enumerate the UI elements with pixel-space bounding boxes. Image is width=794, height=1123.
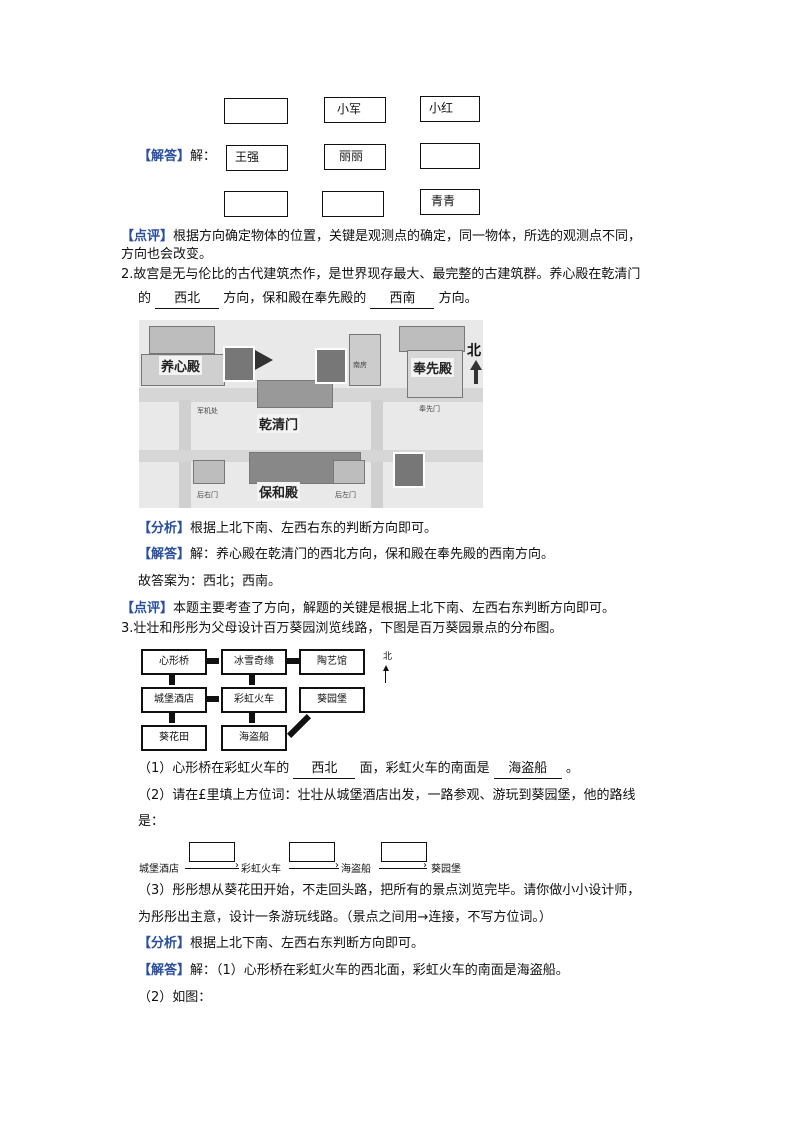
grid-cell-9: 青青 — [420, 189, 480, 215]
q2-answer1: 西北 — [155, 290, 220, 309]
grid-cell-6 — [420, 143, 480, 169]
grid-cell-7 — [224, 191, 288, 217]
q2-final: 故答案为：西北；西南。 — [138, 574, 282, 589]
scene-kuihuatian: 葵花田 — [141, 725, 207, 751]
garden-north-label: 北 — [383, 652, 393, 662]
scene-chengbao: 城堡酒店 — [141, 687, 207, 713]
north-arrow-icon — [470, 360, 482, 370]
junjichu-label: 军机处 — [197, 407, 218, 415]
grid-cell-8 — [322, 191, 384, 217]
qianqing-label: 乾清门 — [257, 414, 301, 433]
scene-caihong: 彩虹火车 — [221, 687, 287, 713]
grid-cell-4: 王强 — [226, 145, 288, 171]
q2-line2: 的 西北 方向，保和殿在奉先殿的 西南 方向。 — [138, 290, 478, 309]
garden-north-arrow-icon — [383, 665, 389, 671]
scene-xinxingqiao: 心形桥 — [141, 649, 207, 675]
q3-p1-answer1: 西北 — [293, 760, 356, 779]
flow-direction-box-2 — [289, 842, 335, 862]
houzuomen-label: 后左门 — [335, 491, 356, 499]
q3-part2-line2: 是： — [138, 814, 165, 829]
houyoumen-label: 后右门 — [197, 491, 218, 499]
north-label: 北 — [467, 343, 481, 359]
q3-part2-answer: （2）如图： — [138, 990, 212, 1005]
flow-step-2: 彩虹火车 — [241, 864, 281, 875]
grid-cell-5: 丽丽 — [324, 144, 386, 170]
garden-map: 心形桥 冰雪奇缘 陶艺馆 城堡酒店 彩虹火车 葵园堡 葵花田 海盗船 北 — [139, 643, 395, 751]
fengxian-label: 奉先殿 — [411, 358, 455, 377]
baohe-label: 保和殿 — [257, 482, 301, 501]
q2-answer2: 西南 — [370, 290, 435, 309]
flow-start: 城堡酒店 — [139, 864, 179, 875]
route-flow: 城堡酒店 › 彩虹火车 › 海盗船 › 葵园堡 — [139, 840, 479, 875]
q2-analysis: 【分析】根据上北下南、左西右东的判断方向即可。 — [138, 521, 438, 536]
location-flag-icon — [255, 350, 273, 370]
restroom-icon — [315, 348, 347, 384]
q2-answer: 【解答】解：养心殿在乾清门的西北方向，保和殿在奉先殿的西南方向。 — [138, 547, 555, 562]
grid-cell-1 — [224, 98, 288, 124]
restroom-icon — [393, 452, 425, 488]
q2-line1: 2.故宫是无与伦比的古代建筑杰作，是世界现存最大、最完整的古建筑群。养心殿在乾清… — [121, 267, 641, 282]
q3-part3-line2: 为彤彤出主意，设计一条游玩线路。（景点之间用→连接，不写方位词。） — [138, 910, 552, 925]
comment1-line2: 方向也会改变。 — [121, 247, 213, 262]
q3-p1-answer2: 海盗船 — [493, 760, 562, 779]
q2-comment: 【点评】本题主要考查了方向，解题的关键是根据上北下南、左西右东判断方向即可。 — [121, 601, 616, 616]
scene-kuiyuanbao: 葵园堡 — [299, 687, 365, 713]
fengxianmen-label: 奉先门 — [419, 405, 440, 413]
grid-cell-2: 小军 — [324, 97, 386, 123]
scene-taoyiguan: 陶艺馆 — [299, 649, 365, 675]
nanfang-label: 南房 — [353, 361, 367, 369]
q3-answer: 【解答】解：（1）心形桥在彩虹火车的西北面，彩虹火车的南面是海盗船。 — [138, 963, 569, 978]
q3-part1: （1）心形桥在彩虹火车的 西北 面，彩虹火车的南面是 海盗船 。 — [138, 760, 579, 779]
q3-line1: 3.壮壮和彤彤为父母设计百万葵园浏览线路，下图是百万葵园景点的分布图。 — [121, 621, 563, 636]
flow-direction-box-3 — [381, 842, 427, 862]
restroom-icon — [223, 346, 255, 382]
scene-bingxue: 冰雪奇缘 — [221, 649, 287, 675]
q3-part3-line1: （3）彤彤想从葵花田开始，不走回头路，把所有的景点浏览完毕。请你做小小设计师， — [138, 883, 641, 898]
yangxin-label: 养心殿 — [159, 356, 203, 375]
q3-analysis: 【分析】根据上北下南、左西右东判断方向即可。 — [138, 936, 425, 951]
flow-end: 葵园堡 — [431, 864, 461, 875]
grid-cell-3: 小红 — [420, 96, 480, 122]
flow-step-3: 海盗船 — [341, 864, 371, 875]
palace-map: 养心殿 军机处 乾清门 南房 奉先殿 奉先门 北 后右门 保和殿 后左门 — [139, 320, 483, 508]
scene-haidaochuan: 海盗船 — [221, 725, 287, 751]
q3-part2-line1: （2）请在£里填上方位词：壮壮从城堡酒店出发，一路参观、游玩到葵园堡，他的路线 — [138, 788, 636, 803]
comment1-line1: 【点评】根据方向确定物体的位置，关键是观测点的确定，同一物体，所选的观测点不同， — [121, 229, 642, 244]
grid-answer-label: 【解答】解： — [138, 149, 217, 164]
flow-direction-box-1 — [189, 842, 235, 862]
